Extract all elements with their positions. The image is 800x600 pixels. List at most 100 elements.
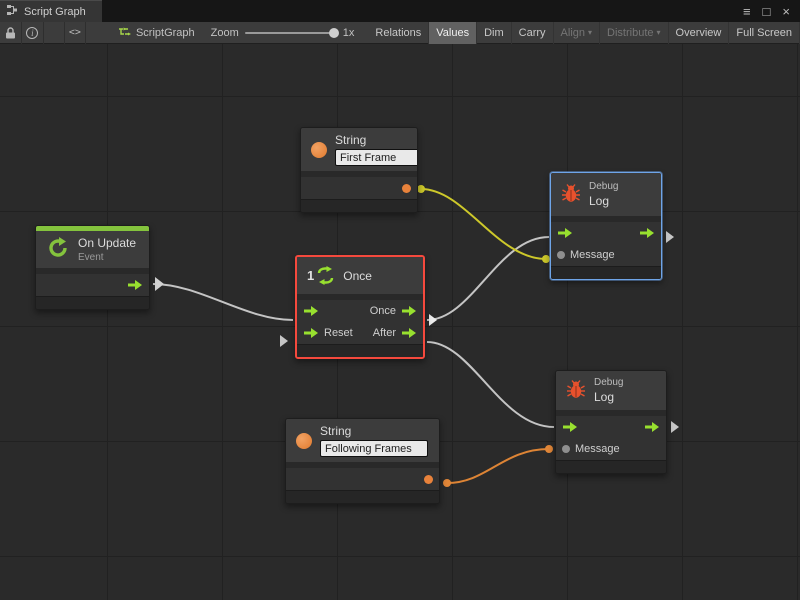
once-repeat-icon: 1 (307, 266, 335, 285)
node-divider (551, 216, 661, 222)
flow-plug-icon (671, 421, 679, 433)
port-label: After (372, 327, 396, 339)
value-output-port[interactable] (402, 183, 411, 193)
wire-onupdate-to-once (152, 283, 294, 321)
value-port-dot (562, 445, 570, 453)
green-arrow-icon (402, 328, 416, 338)
info-icon[interactable]: i (22, 21, 44, 44)
titlebar: Script Graph ≡ □ × (0, 0, 800, 22)
node-footer (36, 296, 149, 309)
node-divider (301, 171, 417, 177)
zoom-label: Zoom (210, 26, 239, 39)
values-button[interactable]: Values (429, 21, 478, 44)
titlebar-spacer (102, 0, 743, 22)
script-graph-icon (118, 26, 131, 40)
node-subtitle: Event (78, 252, 104, 263)
info-glyph: i (26, 26, 39, 39)
flow-input-port[interactable] (557, 228, 573, 238)
port-label: Message (570, 249, 615, 261)
green-arrow-icon (128, 280, 142, 290)
green-arrow-icon (640, 228, 654, 238)
message-input-port[interactable]: Message (562, 443, 620, 455)
green-arrow-icon (645, 422, 659, 432)
bug-icon (561, 183, 581, 206)
wire-once-to-debugtop (426, 236, 550, 321)
node-footer (286, 490, 439, 503)
flow-plug-icon (280, 335, 288, 347)
graph-name: ScriptGraph (135, 26, 195, 39)
code-view-icon[interactable]: <> (63, 21, 86, 44)
green-arrow-icon (304, 328, 318, 338)
green-arrow-icon (402, 306, 416, 316)
chevron-down-icon: ▾ (588, 28, 593, 37)
node-once[interactable]: 1 Once Once Reset After (295, 255, 425, 359)
relations-button[interactable]: Relations (368, 21, 430, 44)
green-arrow-icon (304, 306, 318, 316)
node-title: Log (589, 194, 610, 208)
orange-wire-endpoint (443, 479, 451, 487)
message-input-port[interactable]: Message (557, 249, 615, 261)
value-port-dot (557, 251, 565, 259)
node-string-bottom[interactable]: String (285, 418, 440, 504)
node-divider (556, 410, 666, 416)
node-title: Once (343, 268, 372, 283)
string-type-icon (311, 141, 327, 158)
bug-icon (566, 379, 586, 402)
node-title: String (335, 133, 367, 147)
after-output-port[interactable]: After (373, 327, 417, 339)
dim-button[interactable]: Dim (477, 21, 512, 44)
once-output-port[interactable]: Once (370, 305, 417, 317)
node-string-top[interactable]: String (300, 127, 418, 213)
zoom-slider-knob[interactable] (328, 27, 339, 38)
node-category: Debug (594, 377, 624, 388)
wire-after-to-debugbottom (426, 341, 555, 428)
node-debug-log-bottom[interactable]: Debug Log Message (555, 370, 667, 474)
tab-script-graph[interactable]: Script Graph (0, 0, 102, 22)
overview-button[interactable]: Overview (669, 21, 730, 44)
flow-plug-icon (666, 231, 674, 243)
node-footer (297, 344, 423, 357)
graph-tab-icon (6, 4, 18, 19)
node-debug-log-top[interactable]: Debug Log Message (550, 172, 662, 280)
graph-breadcrumb[interactable]: ScriptGraph (118, 26, 195, 40)
string-value-input[interactable] (335, 149, 417, 166)
flow-input-port[interactable] (562, 422, 578, 432)
window-maximize-icon[interactable]: □ (762, 3, 771, 19)
yellow-wire-endpoint (542, 255, 550, 263)
node-divider (286, 462, 439, 468)
flow-input-port[interactable] (303, 306, 319, 316)
string-type-icon (296, 432, 312, 449)
wire-stringbottom-to-message (446, 448, 550, 484)
update-loop-icon (46, 236, 70, 263)
flow-output-port[interactable] (639, 228, 655, 238)
value-output-port[interactable] (424, 474, 433, 484)
node-category: Debug (589, 181, 619, 192)
flow-plug-icon (155, 277, 164, 291)
node-title: String (320, 424, 352, 438)
zoom-slider[interactable] (244, 27, 339, 38)
green-arrow-icon (558, 228, 572, 238)
carry-button[interactable]: Carry (512, 21, 554, 44)
graph-canvas[interactable]: String On Update Event (0, 44, 800, 600)
align-button[interactable]: Align▾ (554, 21, 601, 44)
node-footer (551, 266, 661, 279)
node-title: On Update (78, 236, 137, 250)
flow-output-port[interactable] (644, 422, 660, 432)
window-close-icon[interactable]: × (782, 3, 790, 19)
distribute-button[interactable]: Distribute▾ (600, 21, 669, 44)
orange-wire-endpoint (545, 445, 553, 453)
node-footer (301, 199, 417, 212)
lock-icon[interactable] (0, 21, 22, 44)
node-on-update[interactable]: On Update Event (35, 225, 150, 310)
port-label: Reset (324, 327, 353, 339)
fullscreen-button[interactable]: Full Screen (729, 21, 800, 44)
port-label: Message (575, 443, 620, 455)
node-divider (36, 268, 149, 274)
reset-input-port[interactable]: Reset (303, 327, 353, 339)
node-title: Log (594, 390, 615, 404)
port-label: Once (369, 305, 396, 317)
node-footer (556, 460, 666, 473)
flow-output-port[interactable] (127, 280, 143, 290)
string-value-input[interactable] (320, 440, 428, 457)
window-menu-icon[interactable]: ≡ (742, 3, 751, 19)
